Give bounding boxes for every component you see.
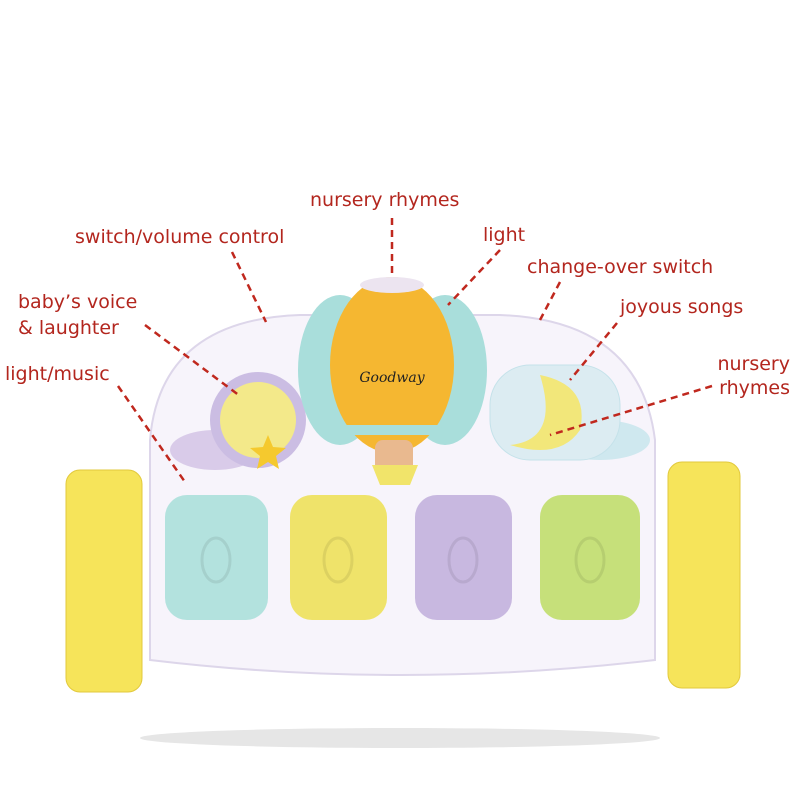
balloon-light <box>330 277 454 453</box>
label-light: light <box>483 224 526 246</box>
key-green <box>540 495 640 620</box>
star-icon <box>250 435 286 469</box>
leader-lines <box>116 218 713 483</box>
label-nursery-rhymes-top: nursery rhymes <box>310 189 460 211</box>
shadow <box>140 728 660 748</box>
label-rhymes-right: rhymes <box>719 377 790 399</box>
left-side-panel <box>65 469 143 693</box>
label-nursery-right: nursery <box>717 353 790 375</box>
label-babys-voice: baby’s voice <box>18 291 138 313</box>
right-side-panel <box>667 461 741 689</box>
moon-icon <box>510 375 582 450</box>
label-laughter: & laughter <box>18 317 119 339</box>
key-lavender <box>415 495 512 620</box>
svg-text:Goodway: Goodway <box>359 370 425 386</box>
label-switch-volume: switch/volume control <box>75 226 285 248</box>
key-teal <box>165 495 268 620</box>
label-light-music: light/music <box>5 363 110 385</box>
key-yellow <box>290 495 387 620</box>
label-joyous-songs: joyous songs <box>620 296 744 318</box>
label-change-over: change-over switch <box>527 256 714 278</box>
